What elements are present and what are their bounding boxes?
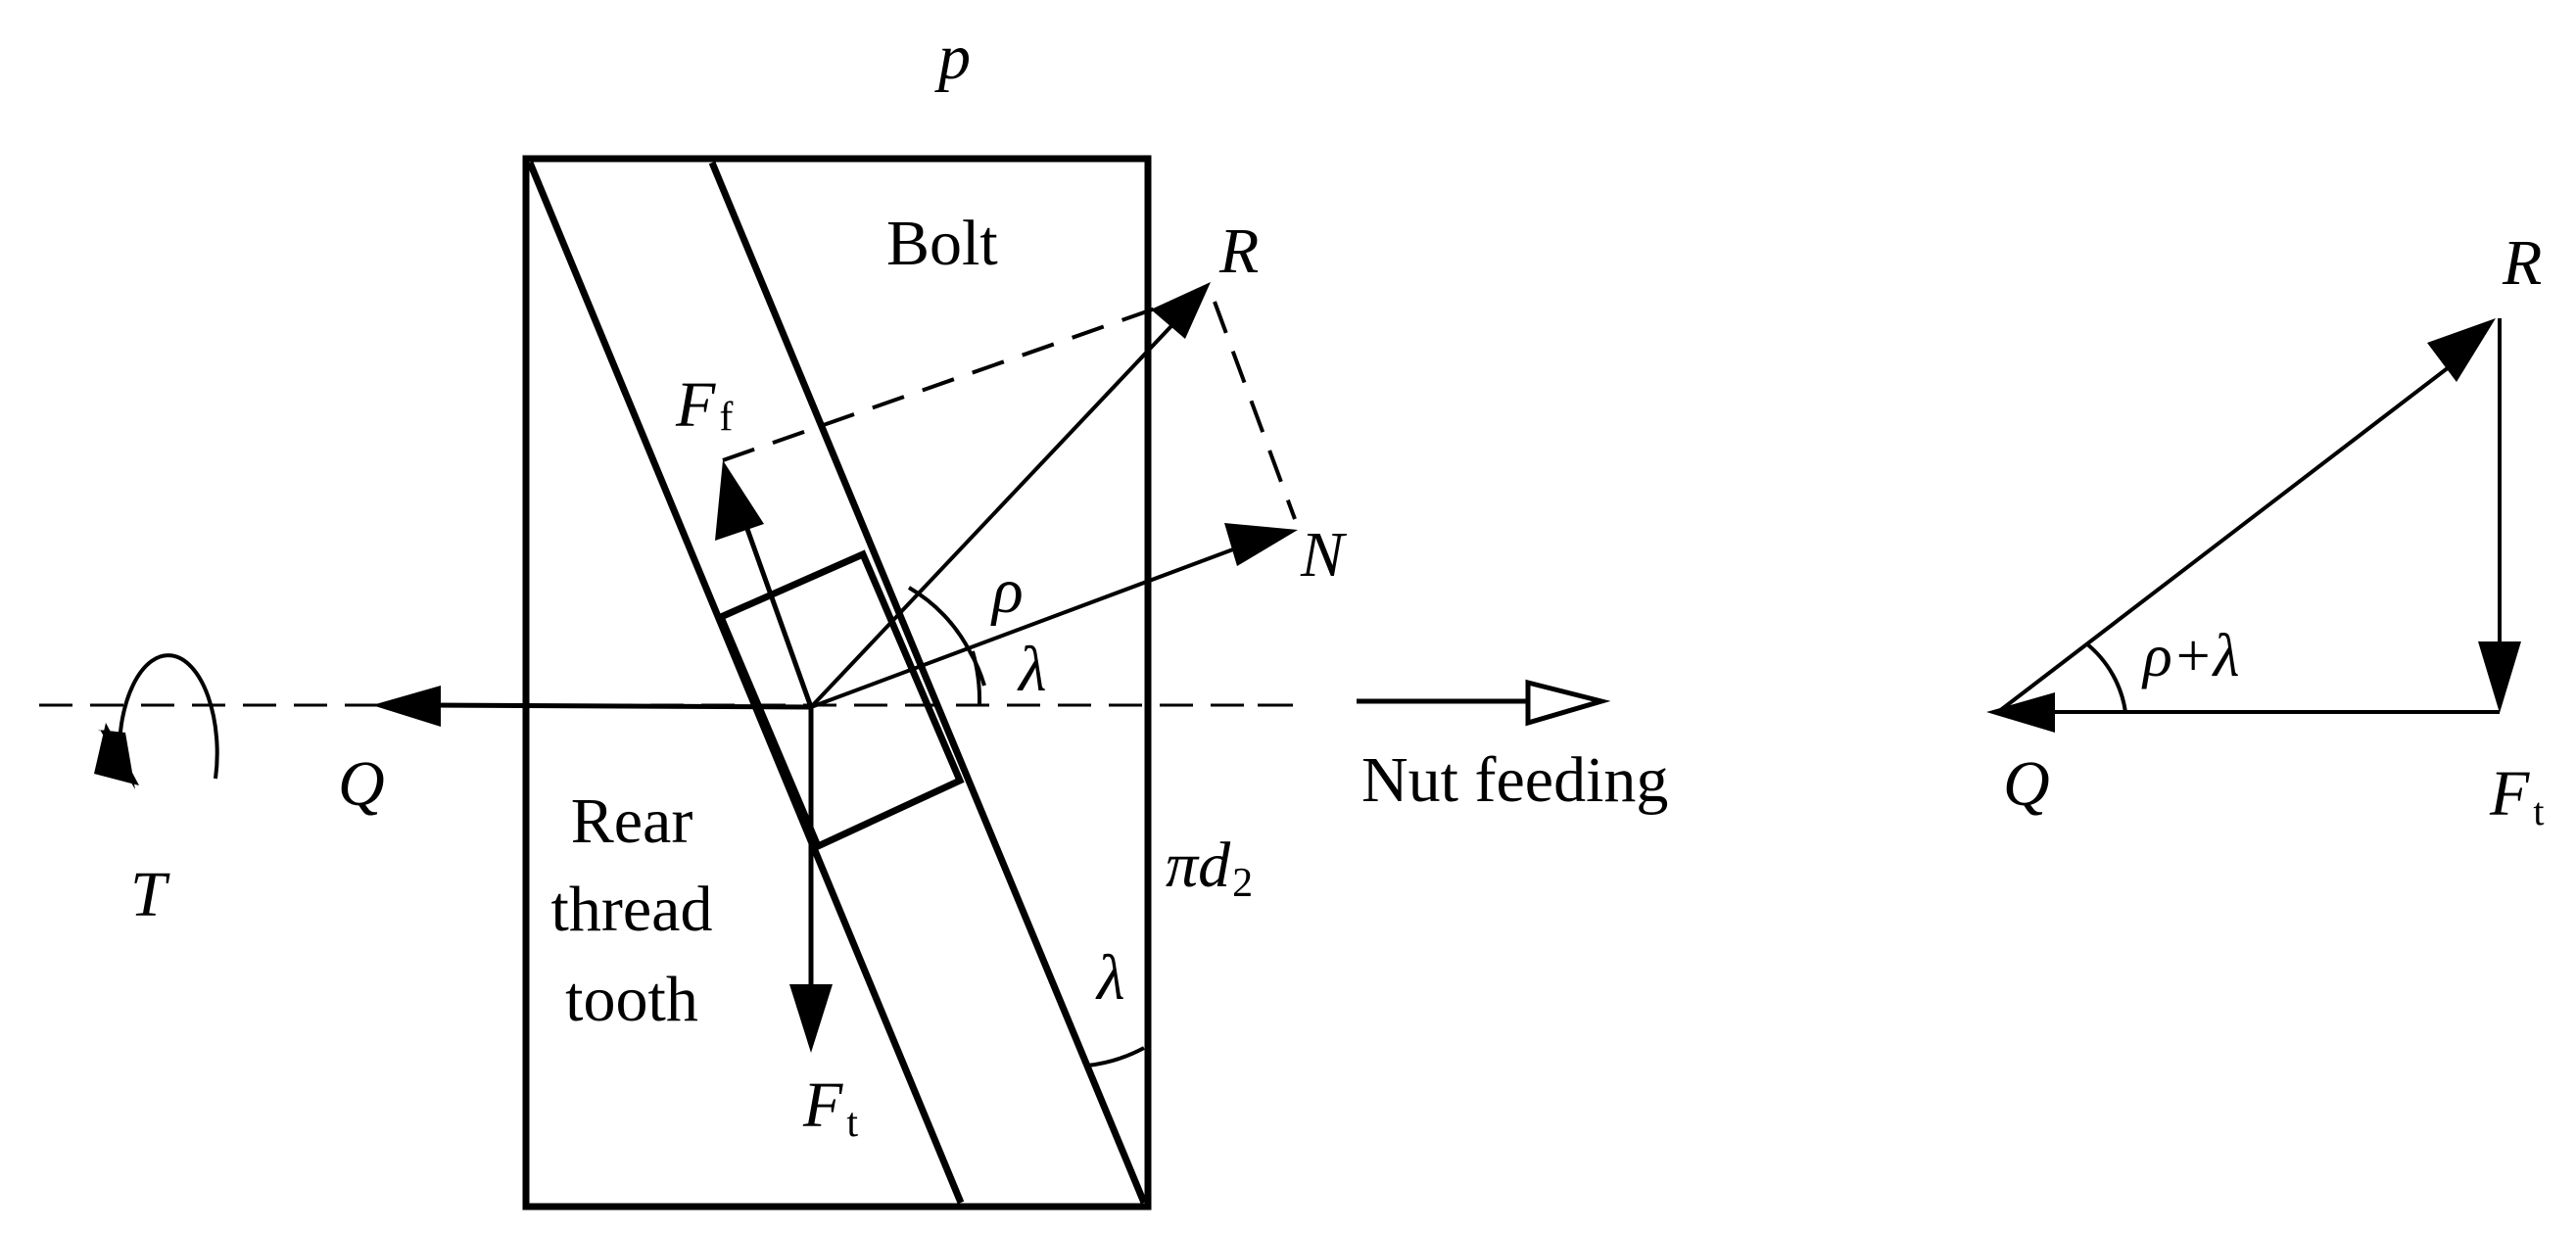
front-thread-flank-line (708, 161, 1148, 1205)
triangle-R-arrowhead (2427, 318, 2496, 382)
bolt-frame (522, 155, 1152, 1210)
Q-arrowhead (372, 686, 441, 727)
label-pi-d2-subscript: 2 (1232, 861, 1253, 906)
label-R-right: R (2502, 227, 2542, 299)
dashed-R-to-N (1213, 301, 1297, 520)
label-Q: Q (338, 748, 385, 820)
label-rear-thread-tooth-3: tooth (565, 964, 698, 1035)
N-arrowhead (1224, 523, 1298, 566)
label-pi-d2: πd2 (1166, 830, 1253, 906)
label-R: R (1218, 215, 1259, 287)
lambda-angle-arc (971, 650, 982, 706)
triangle-hypotenuse (1996, 365, 2451, 714)
label-Ff-subscript: f (719, 395, 733, 440)
torque-arc (117, 653, 219, 780)
bolt-thread-figure: p Bolt R Ff N ρ λ Q T Nut feeding Rear t… (39, 22, 1668, 1210)
Q-arrow-shaft (430, 702, 812, 710)
triangle-Q-arrowhead (1986, 692, 2055, 733)
R-arrow-shaft (809, 309, 1187, 709)
torque-arrowhead-main (94, 723, 139, 785)
triangle-angle-arc (2084, 641, 2127, 713)
Ff-arrow-shaft (736, 503, 814, 708)
label-lambda: λ (1017, 634, 1047, 705)
nut-feeding-arrowhead (1525, 679, 1611, 727)
label-Ff: Ff (675, 369, 733, 441)
label-rho-plus-lambda: ρ+λ (2141, 623, 2239, 689)
label-p: p (934, 22, 971, 93)
triangle-Ft-arrowhead (2478, 641, 2521, 713)
rho-angle-arc (907, 586, 972, 652)
dashed-Ff-to-R (722, 290, 1204, 462)
torque-arrowhead (98, 730, 135, 789)
label-Ft-main: F (802, 1069, 843, 1141)
label-rear-thread-tooth-2: thread (551, 874, 713, 945)
contact-surface-line (861, 553, 962, 782)
label-Q-right: Q (2003, 748, 2050, 820)
label-Ft-right-subscript: t (2533, 789, 2544, 833)
label-Ft: Ft (802, 1069, 858, 1146)
label-N: N (1300, 519, 1348, 591)
label-Ft-subscript: t (846, 1101, 858, 1146)
label-Ft-right-main: F (2489, 758, 2530, 830)
N-arrow-shaft (810, 542, 1250, 709)
label-rear-thread-tooth-1: Rear (571, 785, 693, 857)
Ft-arrowhead (789, 984, 833, 1053)
label-rho: ρ (990, 555, 1024, 627)
label-lambda-lower: λ (1095, 942, 1125, 1014)
lambda-lower-arc (1086, 1046, 1145, 1068)
Ff-arrowhead (715, 460, 764, 541)
label-Ff-main: F (675, 369, 716, 441)
label-nut-feeding: Nut feeding (1361, 744, 1668, 816)
label-bolt: Bolt (886, 208, 998, 279)
label-pi-d2-main: πd (1166, 830, 1231, 901)
label-T: T (130, 859, 170, 930)
